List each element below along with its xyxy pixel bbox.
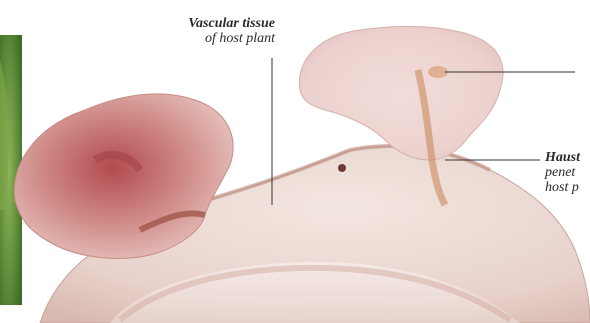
haustorium-title: Haust (545, 150, 580, 165)
label-haustorium: Haust penet host p (545, 150, 580, 195)
haustorium-line-2: penet (545, 165, 580, 180)
vascular-title: Vascular tissue (140, 16, 275, 31)
haustorium-line-3: host p (545, 180, 580, 195)
label-vascular-tissue: Vascular tissue of host plant (140, 16, 275, 46)
vascular-subtitle: of host plant (140, 31, 275, 46)
